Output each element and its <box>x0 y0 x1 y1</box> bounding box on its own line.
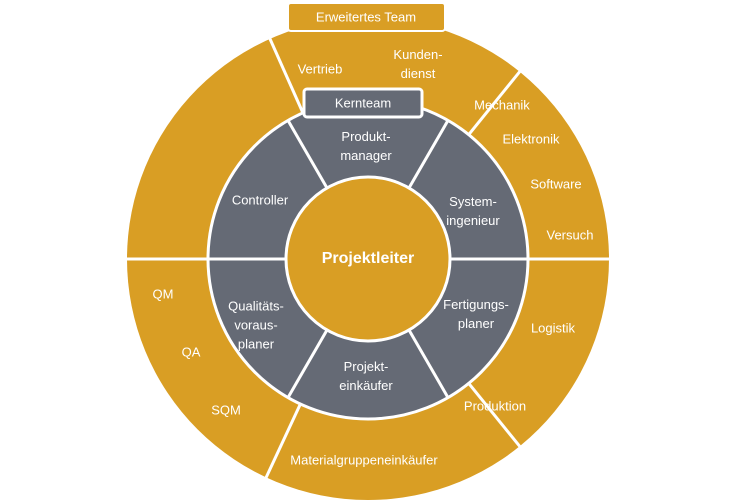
extended-item-left: QM <box>153 286 174 301</box>
outer-separator <box>263 403 302 480</box>
extended-item-lower-right: Produktion <box>464 398 526 413</box>
inner-separator <box>407 329 450 399</box>
core-role-controller: Controller <box>232 192 289 207</box>
extended-item-top-line: Vertrieb <box>298 61 343 76</box>
core-role-produktmanager-line: Produkt- <box>341 129 390 144</box>
core-role-fertigungsplaner-line: planer <box>458 316 495 331</box>
outer-separator <box>267 36 305 114</box>
core-role-controller-line: Controller <box>232 192 289 207</box>
extended-item-left-line: SQM <box>211 402 241 417</box>
extended-item-left-line: QM <box>153 286 174 301</box>
core-team-tag <box>302 87 424 119</box>
core-team-separators <box>208 119 528 399</box>
extended-team-separators <box>125 36 611 480</box>
center-circle <box>284 175 452 343</box>
outer-separator <box>467 69 523 136</box>
extended-item-left: SQM <box>211 402 241 417</box>
core-role-projekteinkaeufer-line: einkäufer <box>339 378 393 393</box>
core-role-qualitaetsvorausplaner-line: planer <box>238 336 275 351</box>
core-role-systemingenieur-line: System- <box>449 194 497 209</box>
core-role-qualitaetsvorausplaner: Qualitäts-voraus-planer <box>228 298 284 351</box>
inner-separator <box>286 329 329 399</box>
extended-item-upper-right: Elektronik <box>502 131 560 146</box>
core-role-fertigungsplaner: Fertigungs-planer <box>443 297 509 331</box>
center-label: Projektleiter <box>322 250 414 267</box>
extended-item-upper-right: Software <box>530 176 581 191</box>
core-role-qualitaetsvorausplaner-line: voraus- <box>234 317 277 332</box>
extended-item-upper-right: Versuch <box>547 227 594 242</box>
core-role-projekteinkaeufer-line: Projekt- <box>344 359 389 374</box>
core-role-qualitaetsvorausplaner-line: Qualitäts- <box>228 298 284 313</box>
core-role-produktmanager: Produkt-manager <box>340 129 392 163</box>
core-role-produktmanager-line: manager <box>340 148 392 163</box>
extended-team-labels: Vertrieb Kunden-dienstMechanikElektronikS… <box>153 47 594 468</box>
core-team-label: Kernteam <box>335 95 391 110</box>
extended-item-lower-right-line: Logistik <box>531 320 576 335</box>
extended-item-upper-right-line: Versuch <box>547 227 594 242</box>
extended-item-upper-right-line: Software <box>530 176 581 191</box>
extended-item-left: QA <box>182 344 201 359</box>
extended-item-top: Kunden-dienst <box>393 47 442 81</box>
extended-item-upper-right-line: Mechanik <box>474 97 530 112</box>
extended-item-upper-right-line: Elektronik <box>502 131 560 146</box>
extended-item-lower-right: Logistik <box>531 320 576 335</box>
core-team-labels: Produkt-managerSystem-ingenieurFertigung… <box>228 129 509 393</box>
core-role-systemingenieur: System-ingenieur <box>446 194 500 228</box>
extended-item-top: Vertrieb <box>298 61 343 76</box>
inner-separator <box>407 119 450 189</box>
extended-item-upper-right: Mechanik <box>474 97 530 112</box>
extended-item-top-line: Kunden- <box>393 47 442 62</box>
extended-item-top-line: dienst <box>401 66 436 81</box>
extended-team-label: Erweitertes Team <box>316 9 416 24</box>
extended-item-lower-right-line: Produktion <box>464 398 526 413</box>
core-role-fertigungsplaner-line: Fertigungs- <box>443 297 509 312</box>
extended-item-bottom-line: Materialgruppeneinkäufer <box>290 452 438 467</box>
extended-team-tag <box>287 2 446 32</box>
inner-separator <box>286 119 329 189</box>
outer-separator <box>467 382 523 449</box>
core-role-projekteinkaeufer: Projekt-einkäufer <box>339 359 393 393</box>
core-role-systemingenieur-line: ingenieur <box>446 213 500 228</box>
extended-item-left-line: QA <box>182 344 201 359</box>
extended-item-bottom: Materialgruppeneinkäufer <box>290 452 438 467</box>
